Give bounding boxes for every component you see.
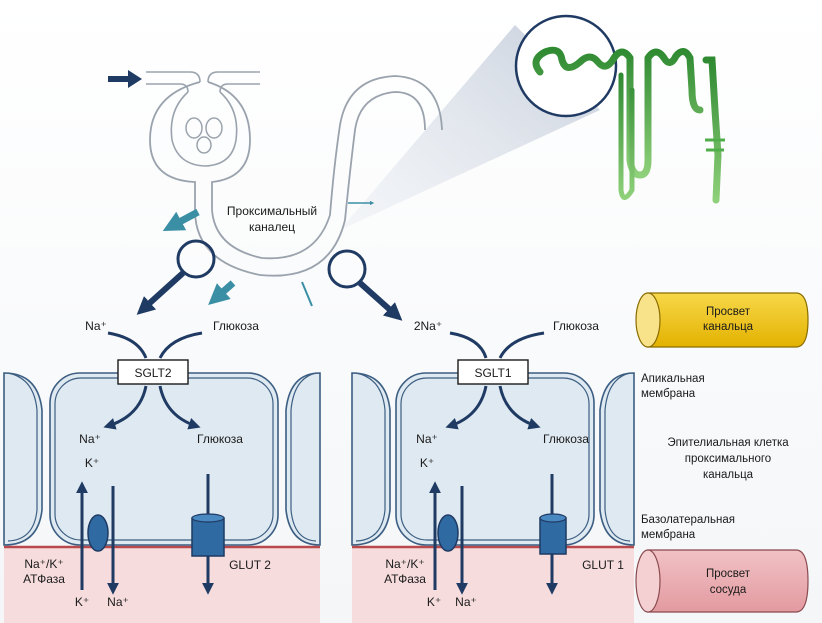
right-panel: SGLT1 bbox=[351, 331, 635, 623]
left-vessel-region bbox=[4, 547, 320, 623]
right-bottom-k: K⁺ bbox=[427, 595, 441, 609]
sglt1-transporter bbox=[457, 359, 529, 385]
tubule-sketch bbox=[108, 70, 443, 321]
left-top-na: Na⁺ bbox=[85, 319, 107, 333]
legend-apical-2: мембрана bbox=[641, 388, 696, 400]
left-bottom-na: Na⁺ bbox=[107, 595, 129, 609]
legend-epithelial-2: проксимального bbox=[685, 453, 771, 465]
right-pump-icon bbox=[437, 514, 459, 552]
left-pump-label-2: АТФаза bbox=[23, 572, 65, 586]
right-mid-na: Na⁺ bbox=[416, 432, 438, 446]
legend-apical-1: Апикальная bbox=[641, 373, 705, 385]
right-glut-icon bbox=[539, 517, 567, 555]
right-mid-glucose: Глюкоза bbox=[543, 432, 589, 446]
right-pump-label-2: АТФаза bbox=[384, 572, 426, 586]
left-pump-icon bbox=[87, 514, 109, 552]
sglt2-transporter bbox=[117, 359, 189, 385]
left-k-plus: K⁺ bbox=[85, 456, 99, 470]
magnifier-left-icon bbox=[176, 239, 216, 279]
left-mid-glucose: Глюкоза bbox=[197, 432, 243, 446]
legend-tubule-lumen-1: Просвет bbox=[706, 306, 751, 318]
left-glut-icon bbox=[191, 517, 225, 557]
nephron-inset bbox=[514, 14, 725, 204]
right-top-glucose: Глюкоза bbox=[553, 319, 599, 333]
left-mid-na: Na⁺ bbox=[79, 432, 101, 446]
legend-vessel-lumen-1: Просвет bbox=[706, 568, 751, 580]
right-k-plus: K⁺ bbox=[420, 456, 434, 470]
sglt2-label: SGLT2 bbox=[134, 366, 171, 380]
zoom-arrow-right bbox=[358, 280, 403, 321]
zoom-arrow-left bbox=[136, 270, 186, 315]
right-vessel-region bbox=[352, 547, 634, 623]
right-top-na: 2Na⁺ bbox=[414, 319, 442, 333]
legend-epithelial-3: канальца bbox=[703, 469, 754, 481]
right-bottom-na: Na⁺ bbox=[455, 595, 477, 609]
proximal-label-line1: Проксимальный bbox=[227, 204, 317, 218]
left-glut-label: GLUT 2 bbox=[229, 558, 271, 572]
left-bottom-k: K⁺ bbox=[75, 595, 89, 609]
legend-basolateral-2: мембрана bbox=[641, 529, 696, 541]
reabsorption-arrow bbox=[301, 281, 313, 307]
left-pump-label-1: Na⁺/K⁺ bbox=[24, 557, 63, 571]
legend-tubule-lumen bbox=[635, 292, 809, 348]
reabsorption-arrow bbox=[162, 208, 200, 231]
reabsorption-arrow bbox=[208, 280, 236, 305]
legend-tubule-lumen-2: канальца bbox=[703, 321, 754, 333]
left-panel: SGLT2 bbox=[3, 331, 321, 623]
right-glut-label: GLUT 1 bbox=[582, 558, 624, 572]
left-top-glucose: Глюкоза bbox=[213, 319, 259, 333]
legend-basolateral-1: Базолатеральная bbox=[641, 514, 735, 526]
legend-epithelial-1: Эпителиальная клетка bbox=[667, 437, 789, 449]
legend-vessel-lumen bbox=[635, 549, 809, 613]
entry-arrow bbox=[108, 70, 142, 88]
magnifier-right-icon bbox=[327, 249, 367, 289]
legend-vessel-lumen-2: сосуда bbox=[710, 584, 747, 596]
right-pump-label-1: Na⁺/K⁺ bbox=[385, 557, 424, 571]
proximal-label-line2: каналец bbox=[249, 220, 295, 234]
sglt1-label: SGLT1 bbox=[474, 366, 511, 380]
